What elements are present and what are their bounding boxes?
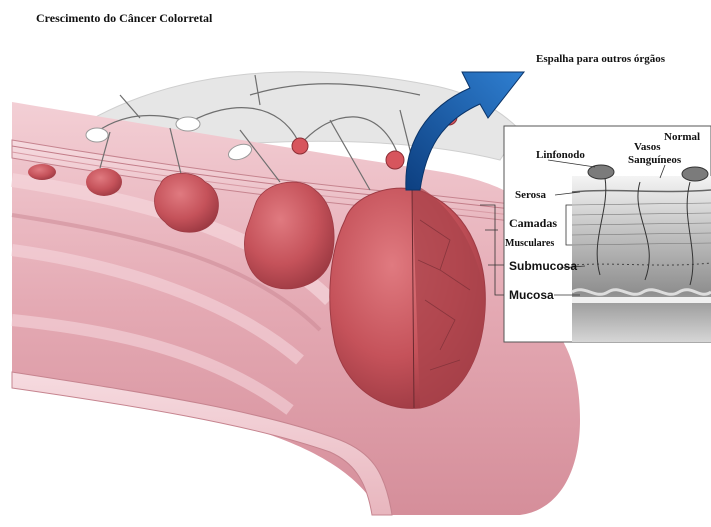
spread-label: Espalha para outros órgãos [536,54,665,65]
label-mucosa: Mucosa [509,289,554,301]
metastatic-node-1 [292,138,308,154]
lymph-node-1 [86,128,108,142]
tumor-stage-1 [86,168,122,196]
label-lymph-node: Linfonodo [536,150,585,161]
metastatic-node-2 [386,151,404,169]
diagram-title: Crescimento do Câncer Colorretal [36,12,212,24]
tumor-stage-3 [244,182,334,289]
lymph-node-2 [176,117,200,131]
tumor-stage-0 [28,164,56,180]
label-blood-vessels-line2: Sanguíneos [628,155,681,166]
label-muscular: Musculares [505,239,554,249]
label-blood-vessels-line1: Vasos [634,142,661,153]
label-normal: Normal [664,132,700,143]
label-submucosa: Submucosa [509,260,577,272]
label-serosa: Serosa [515,190,546,201]
label-layers: Camadas [509,217,557,229]
